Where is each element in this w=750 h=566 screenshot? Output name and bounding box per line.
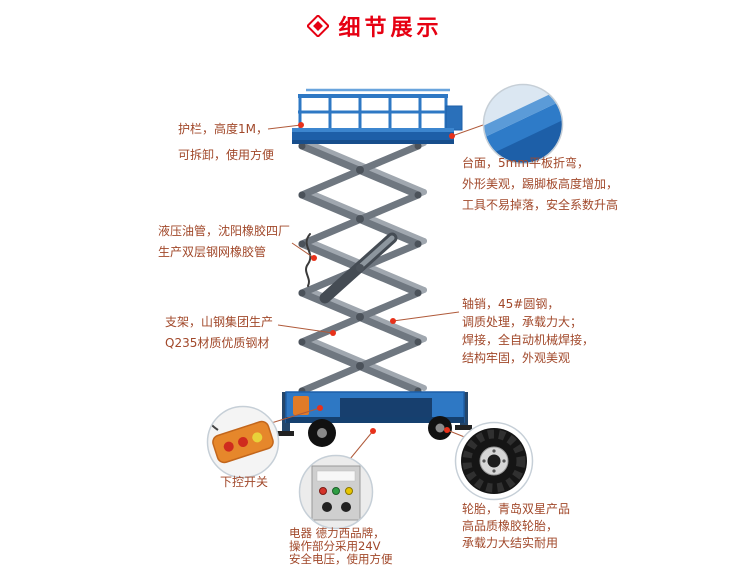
callout-line: 调质处理，承载力大； [462,315,583,329]
callout-line: 可拆卸，使用方便 [178,148,275,162]
page-title: 细节展示 [338,16,443,41]
callout-electric: 电器 德力西品牌， 操作部分采用24V 安全电压，使用方便 [289,527,393,566]
hydraulic-hose [305,233,312,287]
pendant-control [293,396,309,415]
callout-line: 承载力大结实耐用 [462,536,559,550]
callout-line: 台面，5mm平板折弯， [462,156,590,170]
callout-line: 支架，山钢集团生产 [165,315,274,329]
remote-detail-bubble [206,405,280,479]
callout-line: 结构牢固，外观美观 [462,351,571,365]
callout-tire: 轮胎，青岛双星产品 高品质橡胶轮胎， 承载力大结实耐用 [462,501,570,552]
callout-remote-label: 下控开关 [209,473,279,490]
page-header: 细节展示 [0,10,750,42]
callout-line: 护栏，高度1M， [178,122,268,136]
callout-line: 轮胎，青岛双星产品 [462,502,571,516]
callout-line: 液压油管，沈阳橡胶四厂 [158,224,291,238]
callout-platform: 台面，5mm平板折弯， 外形美观，踢脚板高度增加， 工具不易掉落，安全系数升高 [462,153,618,216]
callout-guardrail: 护栏，高度1M， 可拆卸，使用方便 [178,116,274,168]
leader-lines [267,124,484,460]
callout-line: 生产双层钢网橡胶管 [158,245,267,259]
diamond-icon [307,15,330,37]
callout-line: 下控开关 [219,475,268,489]
callout-line: 焊接，全自动机械焊接， [462,333,595,347]
callout-line: 电器 德力西品牌， [289,526,385,540]
work-platform [292,88,463,144]
rear-wheel [428,416,452,440]
red-dots [298,122,455,434]
callout-line: 轴销，45#圆钢， [462,297,560,311]
chassis-base [277,391,472,447]
front-wheel [308,419,336,447]
callout-line: 高品质橡胶轮胎， [462,519,559,533]
callout-axle-pin: 轴销，45#圆钢， 调质处理，承载力大； 焊接，全自动机械焊接， 结构牢固，外观… [462,295,594,367]
callout-line: Q235材质优质钢材 [165,336,270,350]
callout-hydraulic-hose: 液压油管，沈阳橡胶四厂 生产双层钢网橡胶管 [158,221,290,263]
scissor-arms [298,140,427,395]
callout-frame: 支架，山钢集团生产 Q235材质优质钢材 [165,312,273,354]
callout-line: 工具不易掉落，安全系数升高 [462,198,619,212]
tire-detail-bubble [454,421,534,501]
platform-detail-bubble [482,83,564,165]
control-panel-detail-bubble [298,454,374,530]
callout-line: 操作部分采用24V [289,539,381,553]
hydraulic-cylinder [319,232,398,304]
callout-line: 外形美观，踢脚板高度增加， [462,177,619,191]
